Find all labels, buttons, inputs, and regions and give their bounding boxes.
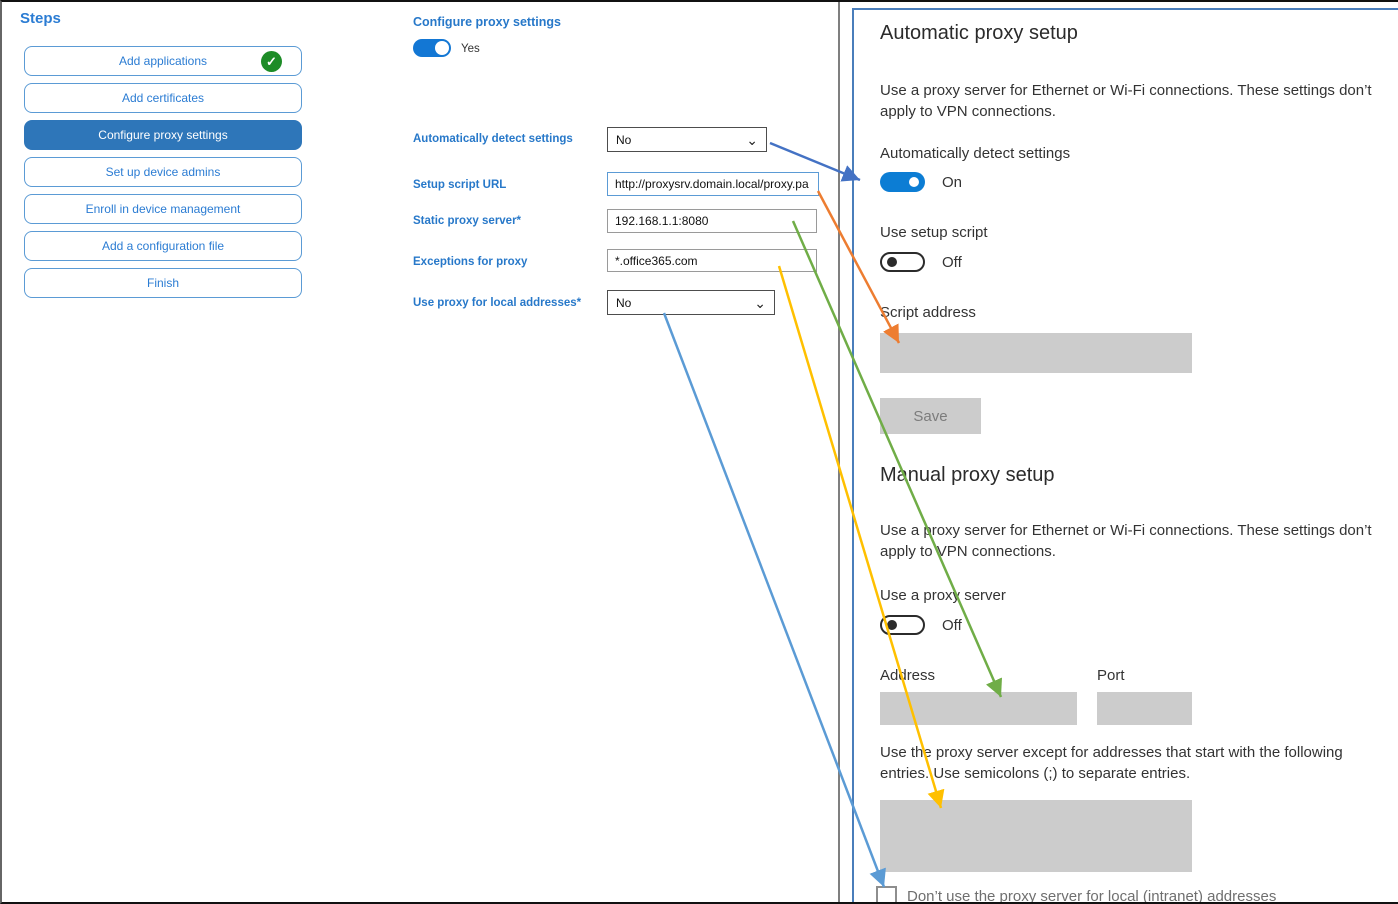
sidebar-item-set-up-device-admins[interactable]: Set up device admins xyxy=(24,157,302,187)
configure-proxy-toggle-label: Yes xyxy=(461,43,480,55)
toggle-knob xyxy=(435,41,449,55)
sidebar-item-label: Add a configuration file xyxy=(101,239,225,253)
automatic-proxy-heading: Automatic proxy setup xyxy=(880,22,1078,44)
sidebar-item-label: Finish xyxy=(146,276,179,290)
use-setup-script-label: Use setup script xyxy=(880,224,988,241)
static-proxy-server-input[interactable] xyxy=(607,209,817,233)
steps-title: Steps xyxy=(20,10,61,27)
toggle-knob xyxy=(887,620,897,630)
automatic-proxy-description: Use a proxy server for Ethernet or Wi-Fi… xyxy=(880,82,1372,120)
sidebar-item-label: Add certificates xyxy=(121,91,205,105)
proxy-local-addresses-label: Use proxy for local addresses* xyxy=(413,297,582,309)
detect-settings-select[interactable]: No ⌄ xyxy=(607,127,767,152)
exceptions-for-proxy-input[interactable] xyxy=(607,249,817,272)
use-setup-script-toggle[interactable] xyxy=(880,252,925,272)
sidebar-item-label: Configure proxy settings xyxy=(98,128,228,142)
script-address-input[interactable] xyxy=(880,333,1192,373)
form-title: Configure proxy settings xyxy=(413,15,561,29)
toggle-knob xyxy=(887,257,897,267)
detect-settings-label: Automatically detect settings xyxy=(413,133,573,145)
completed-check-icon: ✓ xyxy=(261,51,282,72)
local-addresses-checkbox-label: Don’t use the proxy server for local (in… xyxy=(907,888,1277,904)
auto-detect-label: Automatically detect settings xyxy=(880,145,1071,162)
arrow-local-addresses xyxy=(662,312,886,888)
address-input[interactable] xyxy=(880,692,1077,725)
sidebar-item-label: Add applications xyxy=(118,54,208,68)
script-address-label: Script address xyxy=(880,304,976,321)
save-button[interactable]: Save xyxy=(880,398,981,434)
setup-script-url-label: Setup script URL xyxy=(413,179,507,191)
static-proxy-server-label: Static proxy server* xyxy=(413,215,522,227)
sidebar-item-configure-proxy-settings[interactable]: Configure proxy settings xyxy=(24,120,302,150)
sidebar-item-finish[interactable]: Finish xyxy=(24,268,302,298)
auto-detect-toggle-state: On xyxy=(942,174,963,191)
proxy-local-addresses-value: No xyxy=(616,295,632,310)
use-setup-script-toggle-state: Off xyxy=(942,254,962,271)
use-proxy-server-label: Use a proxy server xyxy=(880,587,1006,604)
port-input[interactable] xyxy=(1097,692,1192,725)
use-proxy-server-toggle-state: Off xyxy=(942,617,962,634)
auto-detect-toggle[interactable] xyxy=(880,172,925,192)
chevron-down-icon: ⌄ xyxy=(746,131,758,148)
manual-proxy-description: Use a proxy server for Ethernet or Wi-Fi… xyxy=(880,522,1372,560)
port-label: Port xyxy=(1097,667,1125,684)
use-proxy-server-toggle[interactable] xyxy=(880,615,925,635)
detect-settings-value: No xyxy=(616,132,632,147)
configure-proxy-toggle[interactable] xyxy=(413,39,451,57)
manual-proxy-heading: Manual proxy setup xyxy=(880,464,1055,486)
local-addresses-checkbox[interactable] xyxy=(876,886,897,902)
exceptions-for-proxy-label: Exceptions for proxy xyxy=(413,256,528,268)
setup-script-url-input[interactable] xyxy=(607,172,819,196)
chevron-down-icon: ⌄ xyxy=(754,294,766,311)
toggle-knob xyxy=(909,177,919,187)
sidebar-item-enroll-in-device-management[interactable]: Enroll in device management xyxy=(24,194,302,224)
sidebar-item-label: Enroll in device management xyxy=(85,202,241,216)
sidebar-item-add-a-configuration-file[interactable]: Add a configuration file xyxy=(24,231,302,261)
address-label: Address xyxy=(880,667,936,684)
proxy-exceptions-textarea[interactable] xyxy=(880,800,1192,872)
sidebar-item-add-certificates[interactable]: Add certificates xyxy=(24,83,302,113)
proxy-local-addresses-select[interactable]: No ⌄ xyxy=(607,290,775,315)
sidebar-item-add-applications[interactable]: Add applications ✓ xyxy=(24,46,302,76)
proxy-exceptions-description: Use the proxy server except for addresse… xyxy=(880,744,1343,782)
panel-divider xyxy=(838,2,840,902)
sidebar-item-label: Set up device admins xyxy=(105,165,221,179)
